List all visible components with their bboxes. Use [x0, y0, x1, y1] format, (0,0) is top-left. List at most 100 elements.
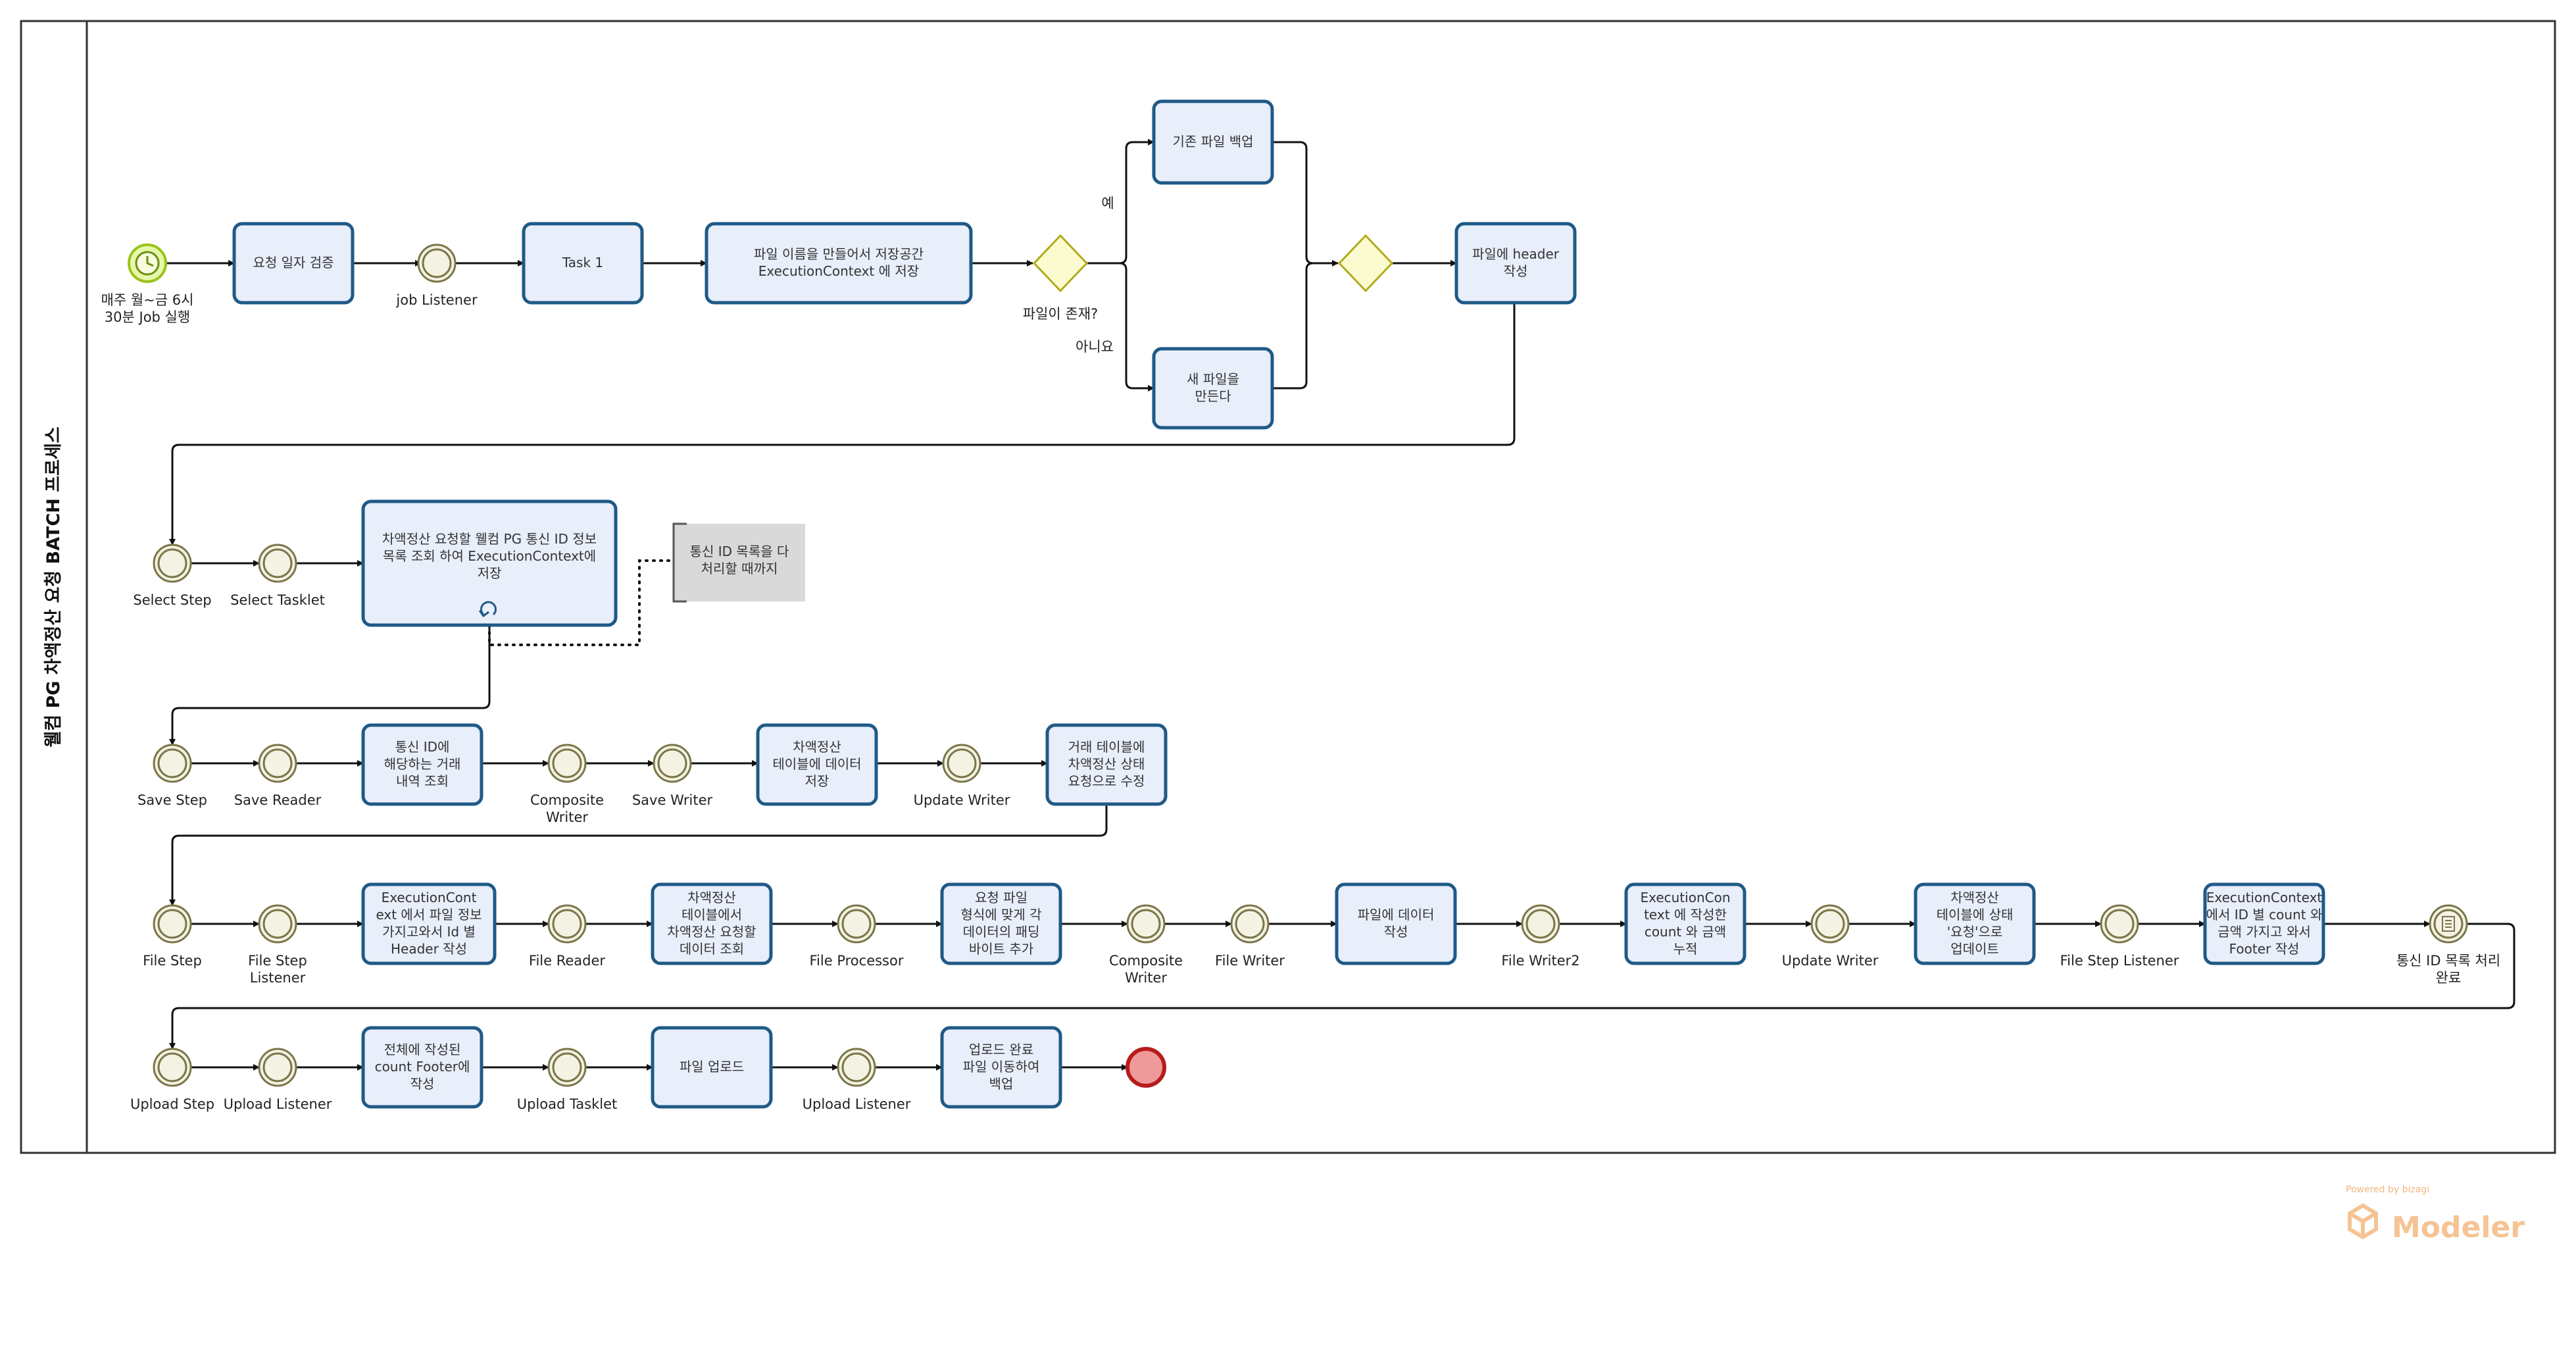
event-end[interactable]	[1126, 1047, 1166, 1088]
gateway-merge[interactable]	[1337, 234, 1394, 293]
event-save-writer[interactable]: Save Writer	[632, 744, 713, 808]
bizagi-logo-icon	[2348, 1203, 2378, 1240]
flow-label-yes: 예	[1101, 195, 1114, 211]
loop-marker-icon	[478, 601, 497, 618]
task-label: 요청 일자 검증	[253, 255, 334, 270]
conditional-icon	[2442, 916, 2455, 932]
event-label: File Reader	[529, 953, 606, 969]
sequence-flows	[166, 139, 2515, 1071]
event-label: Update Writer	[1782, 953, 1879, 969]
event-label: Select Step	[133, 592, 211, 608]
event-label: File Step Listener	[2060, 953, 2179, 969]
event-select-tasklet[interactable]: Select Tasklet	[230, 544, 325, 608]
bizagi-watermark	[2343, 1180, 2508, 1246]
annotation-association	[488, 559, 675, 646]
event-label: Save Writer	[632, 792, 713, 808]
event-select-step[interactable]: Select Step	[133, 544, 212, 608]
event-label: File Writer2	[1501, 953, 1579, 969]
pool-label: 웰컴 PG 차액정산 요청 BATCH 프로세스	[43, 426, 64, 747]
event-label: Upload Listener	[803, 1096, 911, 1112]
event-label: File Processor	[810, 953, 904, 969]
gateway-label: 파일이 존재?	[1023, 306, 1098, 322]
event-label: Upload Step	[130, 1096, 214, 1112]
event-file-step-listener-2[interactable]: File Step Listener	[2060, 904, 2179, 969]
event-file-reader[interactable]: File Reader	[529, 904, 606, 969]
task-validate-date[interactable]: 요청 일자 검증	[232, 222, 355, 305]
timer-icon	[135, 251, 160, 276]
task-backup-file[interactable]: 기존 파일 백업	[1152, 99, 1274, 185]
event-update-writer-2[interactable]: Update Writer	[1782, 904, 1879, 969]
event-upload-tasklet[interactable]: Upload Tasklet	[517, 1048, 618, 1112]
event-file-step[interactable]: File Step	[143, 904, 202, 969]
event-label: Upload Listener	[224, 1096, 332, 1112]
event-file-writer2[interactable]: File Writer2	[1501, 904, 1580, 969]
event-label: File Step	[143, 953, 202, 969]
event-label: job Listener	[395, 292, 478, 308]
event-job-listener[interactable]: job Listener	[395, 243, 478, 308]
task-task1[interactable]: Task 1	[522, 222, 644, 305]
task-label: Task 1	[562, 255, 603, 270]
event-upload-listener[interactable]: Upload Listener	[224, 1048, 332, 1112]
event-label: Save Step	[137, 792, 207, 808]
task-upload-file[interactable]: 파일 업로드	[651, 1026, 773, 1109]
event-file-processor[interactable]: File Processor	[810, 904, 904, 969]
event-label: Save Reader	[234, 792, 322, 808]
event-label: Select Tasklet	[230, 592, 325, 608]
event-label: Upload Tasklet	[517, 1096, 618, 1112]
gateway-file-exists[interactable]: 파일이 존재?	[1023, 234, 1098, 322]
task-label: 기존 파일 백업	[1172, 134, 1253, 149]
watermark-brand: Modeler	[2392, 1211, 2525, 1244]
event-upload-listener-2[interactable]: Upload Listener	[803, 1048, 911, 1112]
event-save-reader[interactable]: Save Reader	[234, 744, 322, 808]
event-update-writer-1[interactable]: Update Writer	[914, 744, 1010, 808]
flow-label-no: 아니요	[1076, 339, 1114, 355]
task-label: 파일 업로드	[680, 1059, 744, 1075]
event-file-writer[interactable]: File Writer	[1215, 904, 1285, 969]
event-save-step[interactable]: Save Step	[137, 744, 207, 808]
event-upload-step[interactable]: Upload Step	[130, 1048, 214, 1112]
pool	[20, 20, 2556, 1154]
